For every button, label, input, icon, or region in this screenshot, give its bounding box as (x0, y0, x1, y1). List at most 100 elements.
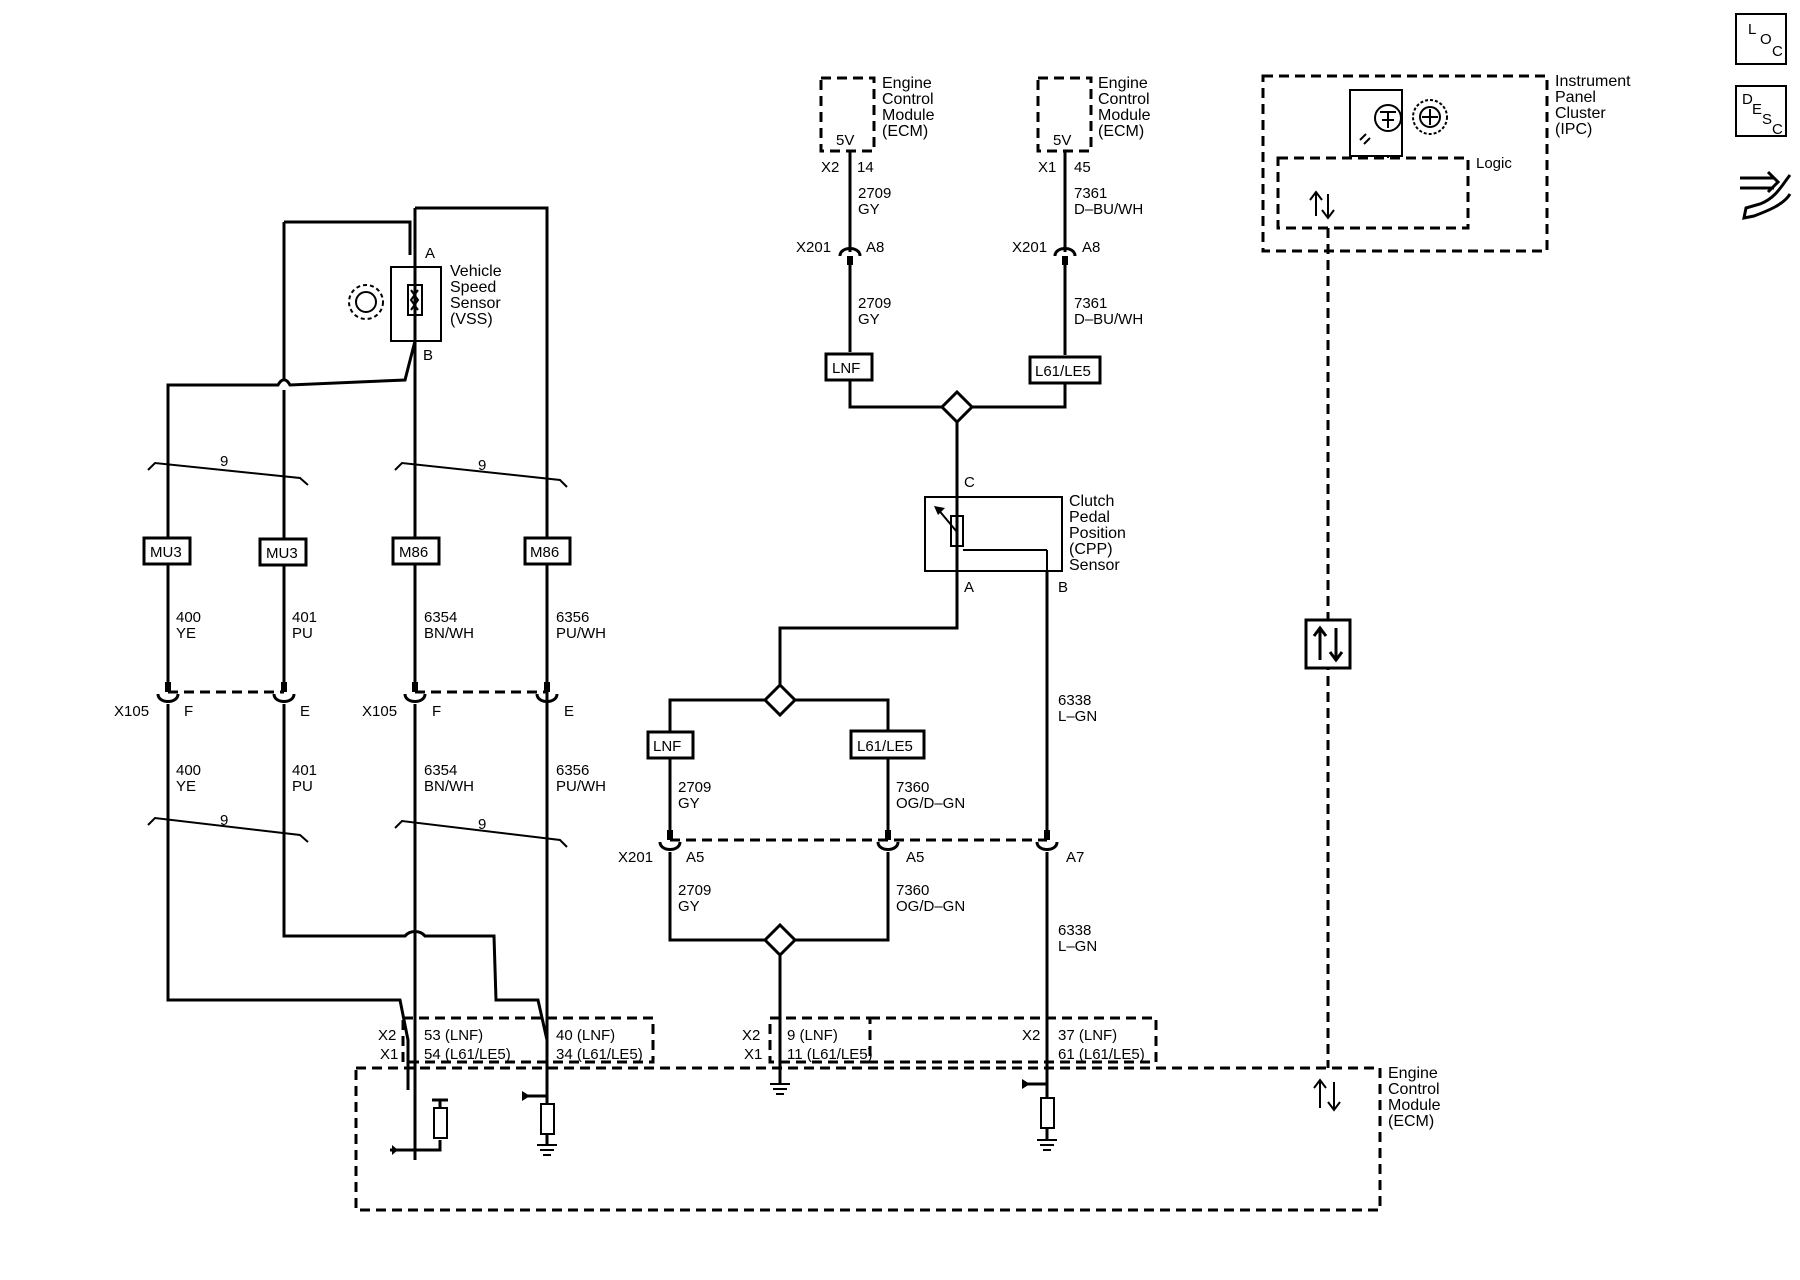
svg-text:F: F (184, 703, 193, 720)
svg-text:GY: GY (678, 898, 700, 915)
svg-text:BN/WH: BN/WH (424, 625, 474, 642)
svg-text:40 (LNF): 40 (LNF) (556, 1027, 615, 1044)
svg-text:Module: Module (882, 107, 935, 124)
svg-text:E: E (1752, 101, 1762, 118)
svg-text:X1: X1 (380, 1046, 398, 1063)
svg-text:6356: 6356 (556, 609, 589, 626)
svg-text:PU/WH: PU/WH (556, 625, 606, 642)
splice-diamond (939, 389, 975, 425)
svg-text:Sensor: Sensor (1069, 557, 1120, 574)
svg-text:LNF: LNF (832, 360, 860, 377)
svg-text:Engine: Engine (882, 75, 932, 92)
description-icon[interactable]: D E S C (1735, 85, 1787, 138)
location-icon[interactable]: L O C (1735, 13, 1787, 65)
svg-text:Cluster: Cluster (1555, 105, 1606, 122)
ecm-pin-group-1: X2 X1 53 (LNF) 54 (L61/LE5) 40 (LNF) 34 … (378, 1016, 655, 1064)
splice-diamond (762, 922, 798, 958)
svg-text:GY: GY (858, 311, 880, 328)
option-m86-2: M86 (523, 536, 572, 566)
svg-text:D–BU/WH: D–BU/WH (1074, 311, 1143, 328)
svg-text:400: 400 (176, 609, 201, 626)
option-mu3-1: MU3 (142, 536, 192, 566)
svg-text:A5: A5 (686, 849, 704, 866)
svg-text:Logic: Logic (1476, 155, 1512, 172)
connector-x201-b: X201 A8 (1012, 239, 1100, 265)
svg-text:L–GN: L–GN (1058, 938, 1097, 955)
svg-text:X2: X2 (742, 1027, 760, 1044)
svg-text:A5: A5 (906, 849, 924, 866)
svg-text:YE: YE (176, 625, 196, 642)
svg-text:GY: GY (858, 201, 880, 218)
connector-x201-low: X201 A5 A5 A7 (618, 830, 1084, 866)
svg-text:C: C (1772, 43, 1783, 60)
wire-label: 2709 GY 7360 OG/D–GN 6338 L–GN (678, 882, 1097, 955)
svg-text:X1: X1 (744, 1046, 762, 1063)
svg-text:L61/LE5: L61/LE5 (1035, 363, 1091, 380)
svg-text:6338: 6338 (1058, 692, 1091, 709)
svg-text:9: 9 (478, 457, 486, 474)
svg-text:(ECM): (ECM) (1388, 1113, 1434, 1130)
svg-text:Engine: Engine (1098, 75, 1148, 92)
svg-text:Clutch: Clutch (1069, 493, 1114, 510)
svg-text:Engine: Engine (1388, 1065, 1438, 1082)
svg-text:6356: 6356 (556, 762, 589, 779)
svg-text:11 (L61/LE5): 11 (L61/LE5) (787, 1046, 873, 1063)
svg-text:YE: YE (176, 778, 196, 795)
wire-label: 400 YE 401 PU 6354 BN/WH 6356 PU/WH (176, 609, 606, 642)
svg-text:Position: Position (1069, 525, 1126, 542)
svg-text:X201: X201 (1012, 239, 1047, 256)
indicator-lamp-icon (1359, 104, 1402, 145)
svg-text:PU: PU (292, 625, 313, 642)
svg-text:D–BU/WH: D–BU/WH (1074, 201, 1143, 218)
svg-text:C: C (1772, 121, 1783, 138)
repair-wrench-icon[interactable] (1740, 170, 1792, 220)
svg-text:7360: 7360 (896, 882, 929, 899)
svg-text:400: 400 (176, 762, 201, 779)
svg-text:X201: X201 (618, 849, 653, 866)
svg-text:X2: X2 (1022, 1027, 1040, 1044)
option-lnf-top: LNF (824, 352, 874, 382)
ecm-bottom: Engine Control Module (ECM) (354, 1065, 1441, 1212)
svg-text:Control: Control (1098, 91, 1150, 108)
svg-text:LNF: LNF (653, 738, 681, 755)
svg-text:Instrument: Instrument (1555, 73, 1631, 90)
svg-text:A: A (964, 579, 974, 596)
svg-text:61 (L61/LE5): 61 (L61/LE5) (1058, 1046, 1145, 1063)
data-arrows-icon (1313, 1078, 1341, 1112)
svg-text:6354: 6354 (424, 609, 457, 626)
svg-text:Vehicle: Vehicle (450, 263, 502, 280)
svg-text:A8: A8 (866, 239, 884, 256)
svg-text:E: E (564, 703, 574, 720)
svg-text:OG/D–GN: OG/D–GN (896, 795, 965, 812)
svg-text:Module: Module (1388, 1097, 1441, 1114)
svg-text:X2: X2 (378, 1027, 396, 1044)
svg-text:401: 401 (292, 609, 317, 626)
svg-text:PU: PU (292, 778, 313, 795)
connector-x105-a: X105 F E (114, 682, 310, 720)
gear-icon (348, 284, 384, 320)
wire-label: 2709 GY 7361 D–BU/WH (858, 295, 1143, 328)
svg-text:E: E (300, 703, 310, 720)
svg-text:45: 45 (1074, 159, 1091, 176)
svg-text:7360: 7360 (896, 779, 929, 796)
serial-data-junction (1304, 618, 1352, 670)
ecm-top-right: Engine Control Module (ECM) 5V X1 45 (1036, 75, 1151, 176)
svg-text:(ECM): (ECM) (882, 123, 928, 140)
svg-text:MU3: MU3 (266, 545, 298, 562)
svg-text:Control: Control (1388, 1081, 1440, 1098)
svg-text:X201: X201 (796, 239, 831, 256)
svg-text:54 (L61/LE5): 54 (L61/LE5) (424, 1046, 511, 1063)
svg-text:9: 9 (220, 453, 228, 470)
svg-text:L–GN: L–GN (1058, 708, 1097, 725)
svg-text:(CPP): (CPP) (1069, 541, 1113, 558)
ecm-pin-group-2: X2 X1 9 (LNF) 11 (L61/LE5) (742, 1016, 873, 1064)
svg-text:9 (LNF): 9 (LNF) (787, 1027, 838, 1044)
svg-text:9: 9 (478, 816, 486, 833)
svg-text:Speed: Speed (450, 279, 496, 296)
svg-text:X2: X2 (821, 159, 839, 176)
svg-text:Pedal: Pedal (1069, 509, 1110, 526)
option-l61-low: L61/LE5 (849, 729, 926, 760)
svg-text:34 (L61/LE5): 34 (L61/LE5) (556, 1046, 643, 1063)
svg-text:6354: 6354 (424, 762, 457, 779)
